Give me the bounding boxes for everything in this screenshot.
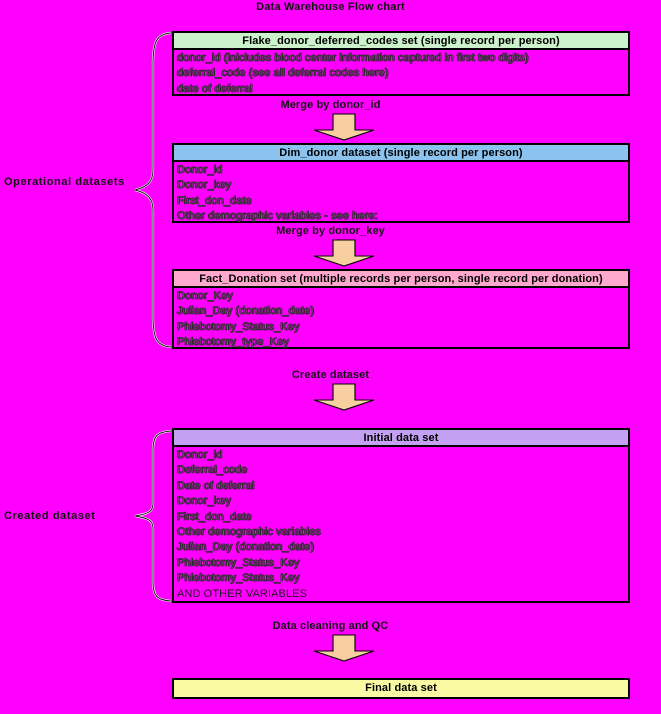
entity-body-fact-donation: Donor_Key Julian_Day (donation_date) Phl…	[174, 288, 628, 353]
down-arrow-icon	[313, 239, 375, 267]
field-row: AND OTHER VARIABLES	[177, 587, 308, 600]
down-arrow-icon	[313, 634, 375, 662]
entity-body-flake: donor_id (inlcludes blood center informa…	[174, 50, 628, 99]
entity-box-initial-data-set[interactable]: Initial data set Donor_id Deferral_code …	[172, 428, 630, 603]
entity-box-dim-donor[interactable]: Dim_donor dataset (single record per per…	[172, 143, 630, 223]
field-row: First_don_date	[177, 510, 252, 523]
field-row: Phlebotomy_type_Key	[177, 336, 289, 349]
field-row: Donor_id	[177, 164, 223, 177]
field-row: Donor_Key	[177, 290, 233, 303]
field-row: Julian_Day (donation_date)	[177, 541, 315, 554]
group-label-operational: Operational datasets	[4, 176, 125, 188]
field-row: Date of deferral	[177, 479, 255, 493]
entity-body-dim-donor: Donor_id Donor_key First_don_date Other …	[174, 162, 628, 227]
field-row: Deferral_code	[177, 464, 248, 477]
entity-header-initial-data-set: Initial data set	[174, 430, 628, 447]
process-label-merge-donor-id: Merge by donor_id	[280, 99, 381, 111]
field-row: date of deferral	[177, 82, 253, 96]
entity-header-dim-donor: Dim_donor dataset (single record per per…	[174, 145, 628, 162]
field-row: Julian_Day (donation_date)	[177, 305, 315, 318]
field-row: Donor_id	[177, 449, 223, 462]
process-label-merge-donor-key: Merge by donor_key	[276, 225, 385, 237]
entity-box-flake-donor-deferred-codes[interactable]: Flake_donor_deferred_codes set (single r…	[172, 31, 630, 96]
page-title: Data Warehouse Flow chart	[256, 1, 405, 13]
field-row[interactable]: Other demographic variables - see here:	[177, 210, 378, 223]
brace-created	[134, 429, 172, 603]
entity-header-flake: Flake_donor_deferred_codes set (single r…	[174, 33, 628, 50]
down-arrow-icon	[313, 113, 375, 141]
field-row: Phlebotomy_Status_Key	[177, 320, 300, 334]
field-row: Donor_key	[177, 495, 232, 508]
entity-header-fact-donation: Fact_Donation set (multiple records per …	[174, 271, 628, 288]
entity-box-fact-donation[interactable]: Fact_Donation set (multiple records per …	[172, 269, 630, 349]
down-arrow-icon	[313, 383, 375, 411]
field-row[interactable]: deferral_code (see all deferral codes he…	[177, 67, 389, 80]
process-label-data-cleaning-qc: Data cleaning and QC	[272, 620, 389, 632]
field-row: donor_id (inlcludes blood center informa…	[177, 52, 529, 65]
field-row: Phlebotomy_Status_Key	[177, 572, 300, 585]
field-row: Phlebotomy_Status_Key	[177, 556, 300, 570]
entity-box-final-data-set[interactable]: Final data set	[172, 678, 630, 699]
entity-header-final-data-set: Final data set	[174, 680, 628, 697]
field-row: First_don_date	[177, 194, 252, 208]
entity-body-initial-data-set: Donor_id Deferral_code Date of deferral …	[174, 447, 628, 604]
process-label-create-dataset: Create dataset	[291, 369, 370, 381]
group-label-created: Created dataset	[4, 510, 96, 522]
field-row: Donor_key	[177, 179, 232, 192]
brace-operational	[134, 31, 172, 349]
field-row: Other demographic variables	[177, 526, 321, 539]
